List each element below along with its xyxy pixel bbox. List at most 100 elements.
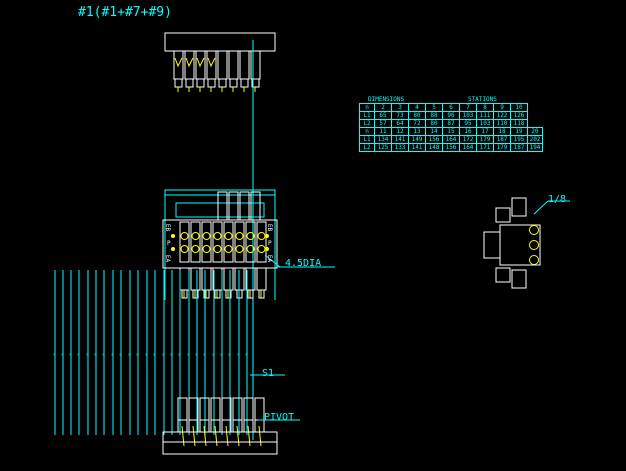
port-circle	[191, 245, 200, 253]
port-dot	[171, 247, 175, 251]
s1-label: S1	[262, 368, 275, 379]
bottom-pin	[236, 425, 240, 447]
table-cell: 156	[442, 143, 460, 152]
top-valve-cap	[185, 78, 194, 88]
tube-mark: ¤	[187, 352, 190, 358]
port-ea-right: EA	[266, 254, 274, 263]
port-eb-right: EB	[266, 223, 274, 232]
port-circle	[235, 232, 244, 240]
top-valve-mark	[207, 57, 216, 68]
lower-valve-tip	[247, 289, 254, 299]
port-p-left: P	[167, 240, 171, 247]
side-port	[529, 225, 539, 235]
lower-valve-tip	[214, 289, 221, 299]
bottom-pin	[225, 425, 229, 447]
top-valve-cap	[218, 78, 227, 88]
bottom-pin	[247, 425, 251, 447]
table-cell: 125	[374, 143, 392, 152]
tube-mark: ¤	[195, 352, 198, 358]
table-cell: 148	[425, 143, 443, 152]
lower-valve-tip	[258, 289, 265, 299]
port-circle	[213, 232, 222, 240]
table-cell: 141	[408, 143, 426, 152]
port-dot	[171, 234, 175, 238]
side-body	[495, 267, 511, 283]
port-circle	[246, 232, 255, 240]
port-dot	[265, 234, 269, 238]
table-cell: 171	[476, 143, 494, 152]
top-valve-cap	[240, 78, 249, 88]
tube-mark: ¤	[128, 352, 131, 358]
lower-valve-tip	[192, 289, 199, 299]
tube-mark: ¤	[77, 352, 80, 358]
table-cell: L2	[359, 143, 375, 152]
upper-valve	[228, 191, 239, 221]
tube-mark: ¤	[212, 352, 215, 358]
tube-mark: ¤	[228, 352, 231, 358]
bottom-valve	[243, 397, 254, 421]
station	[234, 221, 245, 263]
side-port	[529, 255, 539, 265]
tube-mark: ¤	[145, 352, 148, 358]
tube-mark: ¤	[220, 352, 223, 358]
lower-valve	[190, 267, 201, 291]
port-circle	[202, 232, 211, 240]
side-body	[495, 207, 511, 223]
tube-mark: ¤	[178, 352, 181, 358]
top-valve	[250, 50, 261, 80]
side-cap	[511, 197, 527, 217]
port-ea-left: EA	[164, 254, 172, 263]
lower-valve-tip	[225, 289, 232, 299]
bottom-pin	[214, 425, 218, 447]
tube-mark: ¤	[237, 352, 240, 358]
leader-line	[533, 200, 549, 215]
bottom-valve	[210, 397, 221, 421]
top-valve	[228, 50, 239, 80]
station	[190, 221, 201, 263]
upper-valve	[239, 191, 250, 221]
port-circle	[224, 245, 233, 253]
port-dot	[265, 247, 269, 251]
tube-mark: ¤	[86, 352, 89, 358]
lower-valve	[201, 267, 212, 291]
bottom-pin	[203, 425, 207, 447]
port-circle	[180, 245, 189, 253]
port-circle	[257, 245, 266, 253]
top-valve-cap	[196, 78, 205, 88]
port-circle	[224, 232, 233, 240]
port-circle	[202, 245, 211, 253]
port-p-right: P	[268, 240, 272, 247]
port-circle	[213, 245, 222, 253]
fitting-label: 1/8	[548, 194, 567, 205]
top-valve-mark	[185, 57, 194, 68]
bottom-manifold-base	[162, 441, 278, 455]
leader-line	[264, 254, 281, 268]
tube-mark: ¤	[153, 352, 156, 358]
top-manifold-base	[164, 32, 276, 52]
tube-mark: ¤	[136, 352, 139, 358]
side-fitting	[483, 231, 501, 259]
station	[201, 221, 212, 263]
table-cell: 133	[391, 143, 409, 152]
bottom-pin	[258, 425, 262, 447]
table-cell: 194	[527, 143, 543, 152]
tube-mark: ¤	[102, 352, 105, 358]
tube-mark: ¤	[69, 352, 72, 358]
upper-valve	[217, 191, 228, 221]
tube-mark: ¤	[94, 352, 97, 358]
top-valve	[217, 50, 228, 80]
pivot-label: PIVOT	[264, 412, 295, 423]
tube-mark: ¤	[170, 352, 173, 358]
table-cell: 179	[493, 143, 511, 152]
tube-mark: ¤	[162, 352, 165, 358]
top-valve-cap	[207, 78, 216, 88]
port-eb-left: EB	[164, 223, 172, 232]
top-valve-mark	[174, 57, 183, 68]
table-cell: 164	[459, 143, 477, 152]
port-circle	[191, 232, 200, 240]
bottom-pin	[192, 425, 196, 447]
station	[245, 221, 256, 263]
